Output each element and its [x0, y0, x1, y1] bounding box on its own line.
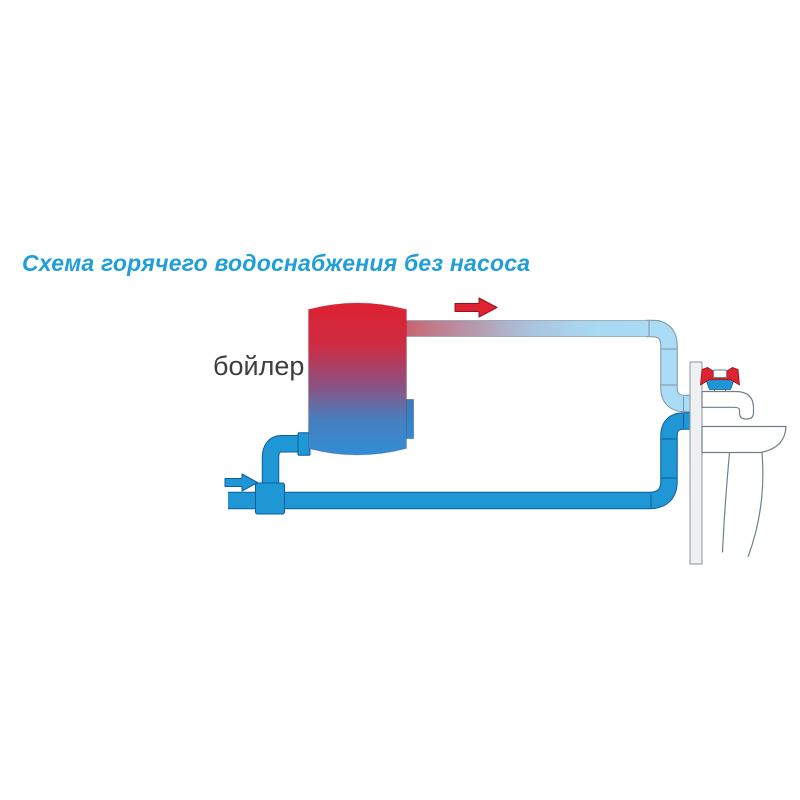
- cold-pipe-main-outline: [228, 412, 691, 510]
- hot-water-pipe: [399, 319, 691, 413]
- cold-water-pipe: [228, 412, 691, 515]
- cold-flow-arrow-icon: [224, 473, 258, 492]
- boiler: [308, 302, 414, 456]
- cold-pipe-tee-fitting: [255, 482, 285, 515]
- cold-pipe-main: [228, 413, 691, 509]
- hot-pipe-horizontal: [399, 320, 661, 337]
- boiler-label: бойлер: [213, 351, 305, 381]
- faucet-handle-cap: [713, 369, 727, 378]
- cold-pipe-joints: [650, 414, 684, 509]
- diagram-title: Схема горячего водоснабжения без насоса: [22, 250, 531, 276]
- wall-panel: [689, 361, 703, 565]
- hot-pipe-joints: [648, 321, 684, 411]
- faucet: [700, 367, 755, 420]
- boiler-tank: [308, 302, 407, 456]
- hot-flow-arrow-icon: [454, 297, 498, 318]
- hot-pipe-downrun: [646, 320, 691, 412]
- washbasin-pedestal-right: [747, 452, 764, 558]
- cold-pipe-riser: [262, 436, 309, 499]
- faucet-spout: [701, 390, 755, 420]
- washbasin: [701, 425, 787, 558]
- washbasin-bowl: [701, 425, 787, 454]
- washbasin-pedestal-left: [721, 452, 731, 553]
